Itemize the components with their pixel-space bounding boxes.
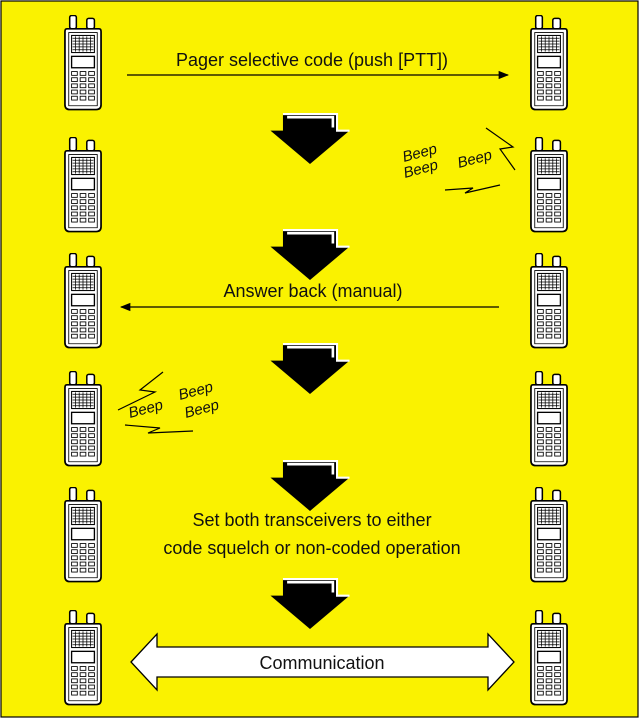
signal-zigzag-icon [444, 184, 501, 194]
right-radio-icon [530, 15, 568, 111]
signal-zigzag-icon [117, 371, 164, 411]
left-radio-icon [64, 487, 102, 583]
signal-zigzag-icon [485, 127, 516, 171]
set-transceivers-line2: code squelch or non-coded operation [163, 538, 460, 558]
left-radio-icon [64, 371, 102, 467]
right-radio-icon [530, 137, 568, 233]
communication-label: Communication [259, 653, 384, 673]
answer-back-label: Answer back (manual) [223, 281, 402, 301]
pager-code-label: Pager selective code (push [PTT]) [176, 50, 448, 70]
right-radio-icon [530, 487, 568, 583]
left-radio-icon [64, 15, 102, 111]
left-radio-icon [64, 610, 102, 706]
right-radio-icon [530, 371, 568, 467]
communication-double-arrow [130, 632, 515, 692]
left-radio-icon [64, 137, 102, 233]
set-transceivers-line1: Set both transceivers to either [192, 510, 431, 530]
left-radio-icon [64, 253, 102, 349]
right-radio-icon [530, 610, 568, 706]
right-radio-icon [530, 253, 568, 349]
signal-zigzag-icon [124, 424, 194, 434]
